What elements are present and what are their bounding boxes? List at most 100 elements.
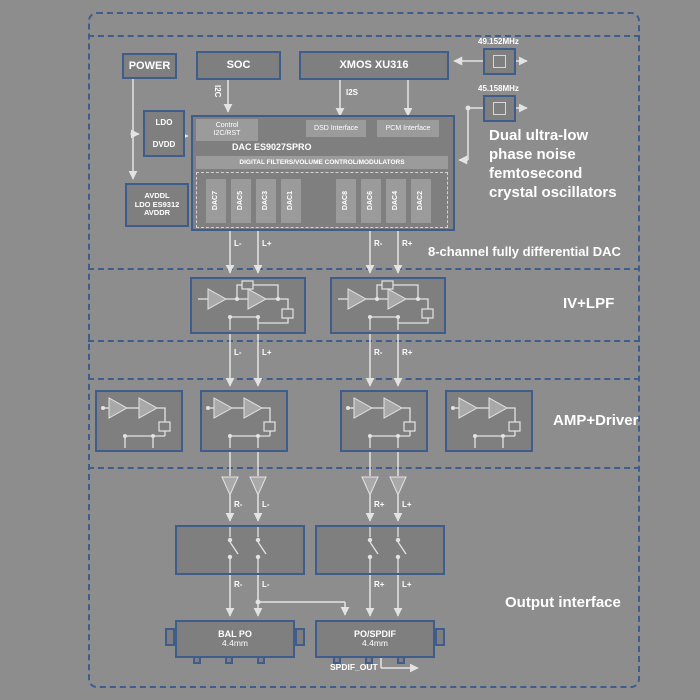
signal-label: R- [374,348,383,357]
signal-label: L+ [262,348,272,357]
dac-channel-label: DAC3 [262,191,270,211]
osc-caption-line: Dual ultra-low [489,127,589,144]
soc-block: SOC [196,51,281,80]
osc2-frequency-label: 45.158MHz [478,84,519,93]
pcm-interface-label: PCM Interface [385,124,431,132]
dac-channel-label: DAC2 [417,191,425,211]
output-buffer-triangles [221,476,407,497]
dac-channel-label: DAC5 [237,191,245,211]
power-label: POWER [128,59,171,72]
dac-chip-title: DAC ES9027SPRO [232,142,312,152]
dac-channel-label: DAC6 [367,191,375,211]
bal-po-size-label: 4.4mm [222,638,248,649]
avddl-label: AVDDL [144,191,170,201]
dac-channel-block: DAC4 [386,179,406,223]
i2c-rst-label: I2C/RST [213,130,241,137]
wire-junction-dots [130,105,471,605]
amp-block [200,390,288,452]
crystal-icon [493,102,506,115]
relay-block [175,525,305,575]
relay-switch-icon [227,527,267,573]
dac-channel-label: DAC4 [392,191,400,211]
output-caption: Output interface [505,594,621,611]
dac-channel-block: DAC2 [411,179,431,223]
crystal-osc-1 [483,48,516,75]
dac-channel-group-box [196,172,448,228]
signal-label: R- [234,580,243,589]
xmos-block: XMOS XU316 [299,51,449,80]
relay-block [315,525,445,575]
dsd-interface-block: DSD Interface [306,120,366,137]
po-spdif-label: PO/SPDIF [353,628,396,639]
dac-channel-block: DAC3 [256,179,276,223]
pcm-interface-block: PCM Interface [377,120,439,137]
signal-label: R+ [374,500,385,509]
iv-lpf-caption: IV+LPF [563,295,615,312]
relay-switch-icon [367,527,407,573]
control-block: Control I2C/RST [196,119,258,141]
signal-label: L- [234,239,242,248]
dac-channel-label: DAC7 [212,191,220,211]
dsd-interface-label: DSD Interface [314,124,358,132]
jack-pin [257,656,265,664]
po-spdif-size-label: 4.4mm [362,638,388,649]
xmos-label: XMOS XU316 [339,59,409,72]
soc-label: SOC [226,59,251,72]
control-label: Control [215,122,239,130]
amp-block [95,390,183,452]
dac-channel-block: DAC8 [336,179,356,223]
i2s-bus-label: I2S [346,88,359,97]
ldo-label: LDO [155,118,173,128]
opamp-circuit-icon [338,280,434,330]
amp-block [445,390,533,452]
signal-label: R+ [374,580,385,589]
section-divider [88,340,640,342]
jack-tab [435,628,445,646]
signal-label: L+ [402,500,412,509]
signal-label: R+ [402,348,413,357]
diagram-frame [88,12,640,688]
po-spdif-jack: PO/SPDIF 4.4mm [315,620,435,658]
jack-pin [365,656,373,664]
section-divider [88,268,640,270]
signal-label: L+ [262,239,272,248]
osc-caption-line: crystal oscillators [489,184,617,201]
section-divider [88,378,640,380]
signal-label: L- [234,348,242,357]
ldo-es9312-label: LDO ES9312 [134,199,180,209]
signal-label: R+ [402,239,413,248]
iv-lpf-block [330,277,446,334]
amp-caption: AMP+Driver [553,412,639,429]
amp-circuit-icon [451,397,521,448]
amp-circuit-icon [206,397,276,448]
dac-caption: 8-channel fully differential DAC [428,244,621,259]
dvdd-label: DVDD [152,139,176,149]
jack-tab [165,628,175,646]
iv-lpf-block [190,277,306,334]
amp-block [340,390,428,452]
crystal-icon [493,55,506,68]
analog-ldo-block: AVDDL LDO ES9312 AVDDR [125,183,189,227]
signal-label: L- [262,580,270,589]
signal-label: R- [234,500,243,509]
bal-po-label: BAL PO [218,628,252,639]
ldo-dvdd-block: LDO DVDD [143,110,185,157]
signal-label: L+ [402,580,412,589]
jack-pin [333,656,341,664]
avddr-label: AVDDR [143,208,171,218]
amp-circuit-icon [101,397,171,448]
spdif-out-label: SPDIF_OUT [330,662,378,672]
dac-channel-label: DAC8 [342,191,350,211]
dac-channel-block: DAC6 [361,179,381,223]
dac-channel-label: DAC1 [287,191,295,211]
section-divider [88,467,640,469]
osc-caption-line: femtosecond [489,165,583,182]
amp-circuit-icon [346,397,416,448]
osc-caption: Dual ultra-low phase noise femtosecond c… [489,126,617,202]
signal-label: L- [262,500,270,509]
power-block: POWER [122,53,177,79]
jack-pin [193,656,201,664]
bal-po-jack: BAL PO 4.4mm [175,620,295,658]
jack-tab [295,628,305,646]
